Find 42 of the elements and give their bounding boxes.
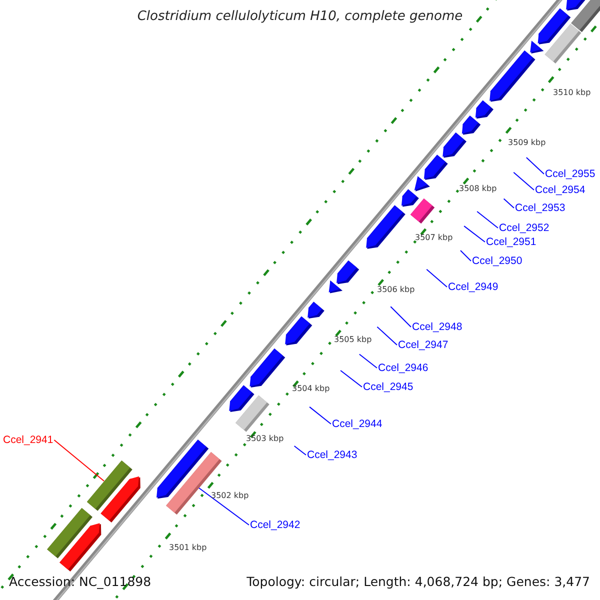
gene-label: Ccel_2941 [3, 434, 54, 446]
scale-label: 3503 kbp [246, 434, 284, 443]
gene-label: Ccel_2952 [499, 222, 550, 234]
map-title: Clostridium cellulolyticum H10, complete genome [136, 9, 464, 24]
scale-label: 3507 kbp [415, 233, 453, 242]
leader-line [358, 354, 378, 368]
leader-line [376, 326, 398, 346]
gene-label: Ccel_2949 [448, 281, 498, 293]
leader-line [503, 198, 514, 208]
scale-label: 3506 kbp [377, 285, 415, 294]
leader-line [526, 157, 544, 174]
gene-label: Ccel_2948 [412, 321, 462, 333]
gene-label: Ccel_2945 [363, 381, 414, 393]
scale-label: 3510 kbp [553, 88, 591, 97]
gene-label: Ccel_2943 [307, 449, 358, 461]
leader-line [54, 440, 104, 482]
leader-line [476, 211, 498, 228]
gene-label: Ccel_2946 [378, 362, 428, 374]
leader-line [513, 172, 534, 190]
leader-line [460, 250, 472, 262]
gene-label: Ccel_2944 [332, 418, 382, 430]
leader-line [340, 370, 362, 388]
gene-label: Ccel_2950 [472, 255, 522, 267]
gene-label: Ccel_2947 [398, 339, 448, 351]
leader-line [464, 226, 486, 242]
scale-label: 3502 kbp [211, 491, 249, 500]
gene-label: Ccel_2955 [545, 168, 596, 180]
leader-line [294, 446, 306, 456]
gene-label: Ccel_2951 [486, 236, 536, 248]
scale-label: 3509 kbp [508, 138, 546, 147]
gene-label: Ccel_2954 [535, 184, 586, 196]
genome-stats-text: Topology: circular; Length: 4,068,724 bp; Genes: 3,477 [246, 574, 590, 589]
gene-label: Ccel_2953 [515, 202, 566, 214]
accession-text: Accession: NC_011898 [9, 574, 152, 589]
scale-label: 3504 kbp [292, 384, 330, 393]
leader-line [426, 268, 448, 288]
scale-label: 3501 kbp [169, 543, 207, 552]
scale-label: 3508 kbp [459, 184, 497, 193]
leader-line [390, 306, 412, 328]
leader-line [309, 406, 332, 424]
gene-label: Ccel_2942 [250, 519, 300, 531]
scale-label: 3505 kbp [334, 335, 372, 344]
